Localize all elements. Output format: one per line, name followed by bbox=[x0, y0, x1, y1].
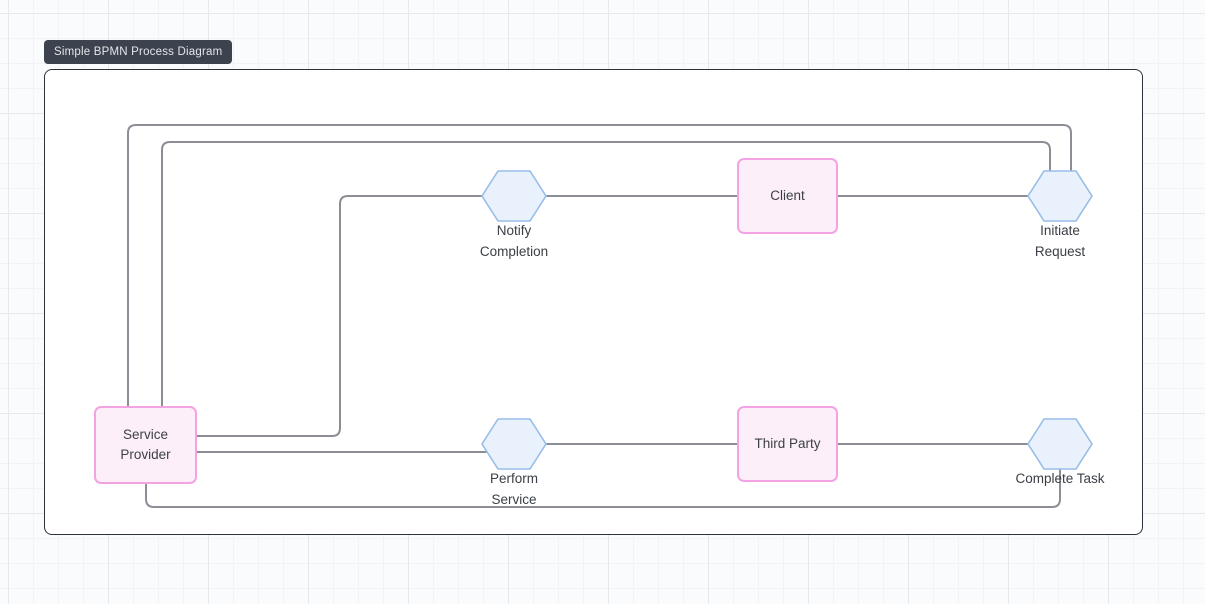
task-perform-service-shape[interactable] bbox=[481, 418, 547, 470]
diagram-title-badge: Simple BPMN Process Diagram bbox=[44, 40, 233, 64]
participant-third-party[interactable]: Third Party bbox=[737, 406, 838, 482]
task-complete-task-shape[interactable] bbox=[1027, 418, 1093, 470]
connector-group bbox=[127, 124, 1072, 508]
connector-initiate-to-provider-inner bbox=[161, 141, 1051, 406]
connector-complete-to-provider bbox=[145, 469, 1061, 508]
participant-client-label: Client bbox=[770, 188, 805, 203]
task-notify-completion-shape[interactable] bbox=[481, 170, 547, 222]
diagram-frame bbox=[44, 69, 1143, 535]
participant-third-party-label: Third Party bbox=[754, 436, 821, 451]
participant-client[interactable]: Client bbox=[737, 158, 838, 234]
task-perform-service-label: Perform Service bbox=[489, 471, 538, 507]
task-initiate-request-label: Initiate Request bbox=[1034, 223, 1086, 259]
participant-service-provider[interactable]: Service Provider bbox=[94, 406, 197, 484]
connector-initiate-to-provider-outer bbox=[127, 124, 1072, 406]
task-complete-task-label: Complete Task bbox=[1015, 471, 1105, 486]
participant-service-provider-label: Service Provider bbox=[120, 427, 171, 462]
connector-provider-to-notify bbox=[197, 195, 482, 437]
task-initiate-request-shape[interactable] bbox=[1027, 170, 1093, 222]
task-notify-completion-label: Notify Completion bbox=[479, 223, 549, 259]
